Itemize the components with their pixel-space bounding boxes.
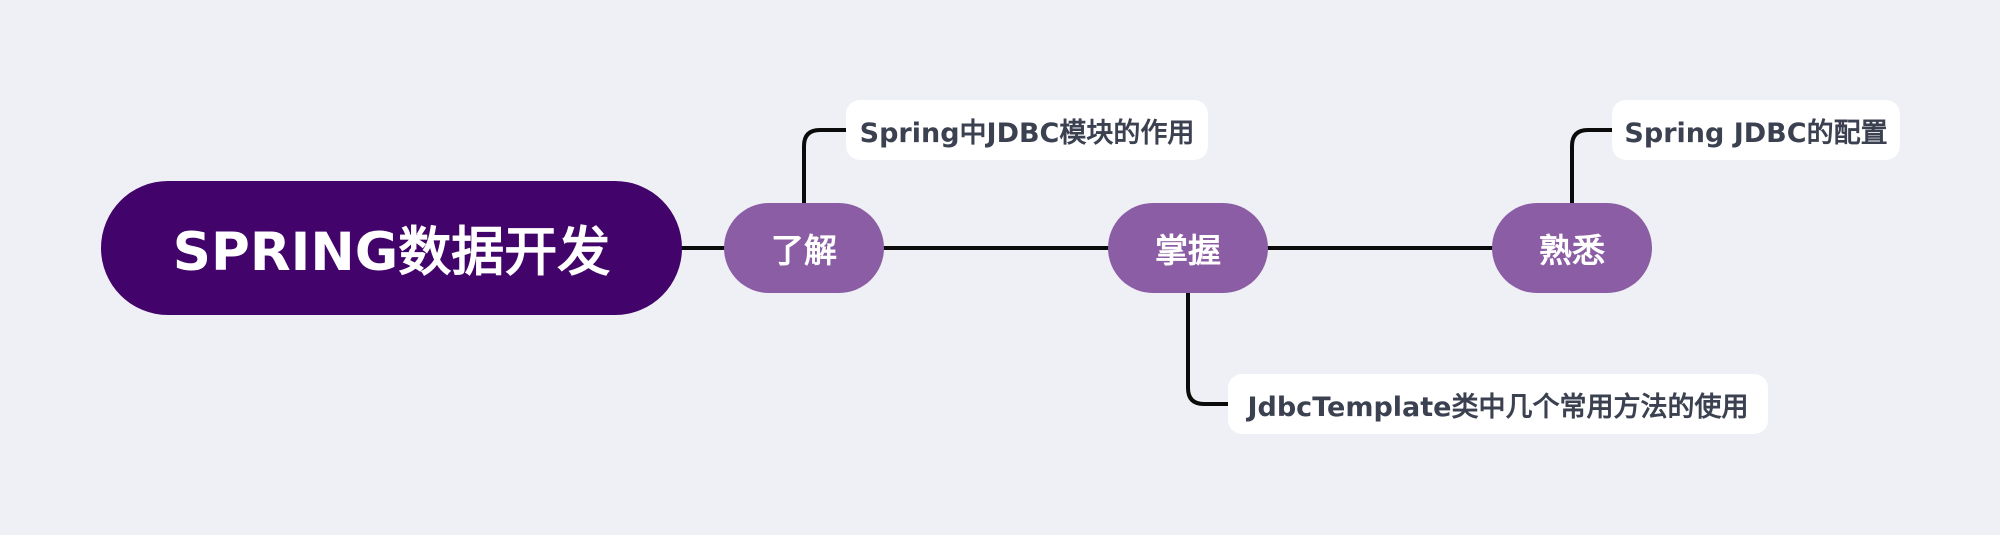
branch-shuxi-detail <box>1570 128 1614 205</box>
branch-liaojie-detail <box>802 128 848 205</box>
topic-node-liaojie[interactable]: 了解 <box>724 203 884 293</box>
branch-zhangwo-detail <box>1186 291 1230 406</box>
subtopic-node-spring-jdbc-config[interactable]: Spring JDBC的配置 <box>1612 100 1900 160</box>
subtopic-node-jdbc-module-role[interactable]: Spring中JDBC模块的作用 <box>846 100 1208 160</box>
root-topic-node[interactable]: SPRING数据开发 <box>101 181 682 315</box>
topic-node-zhangwo[interactable]: 掌握 <box>1108 203 1268 293</box>
subtopic-node-jdbctemplate-methods[interactable]: JdbcTemplate类中几个常用方法的使用 <box>1228 374 1768 434</box>
topic-node-shuxi[interactable]: 熟悉 <box>1492 203 1652 293</box>
